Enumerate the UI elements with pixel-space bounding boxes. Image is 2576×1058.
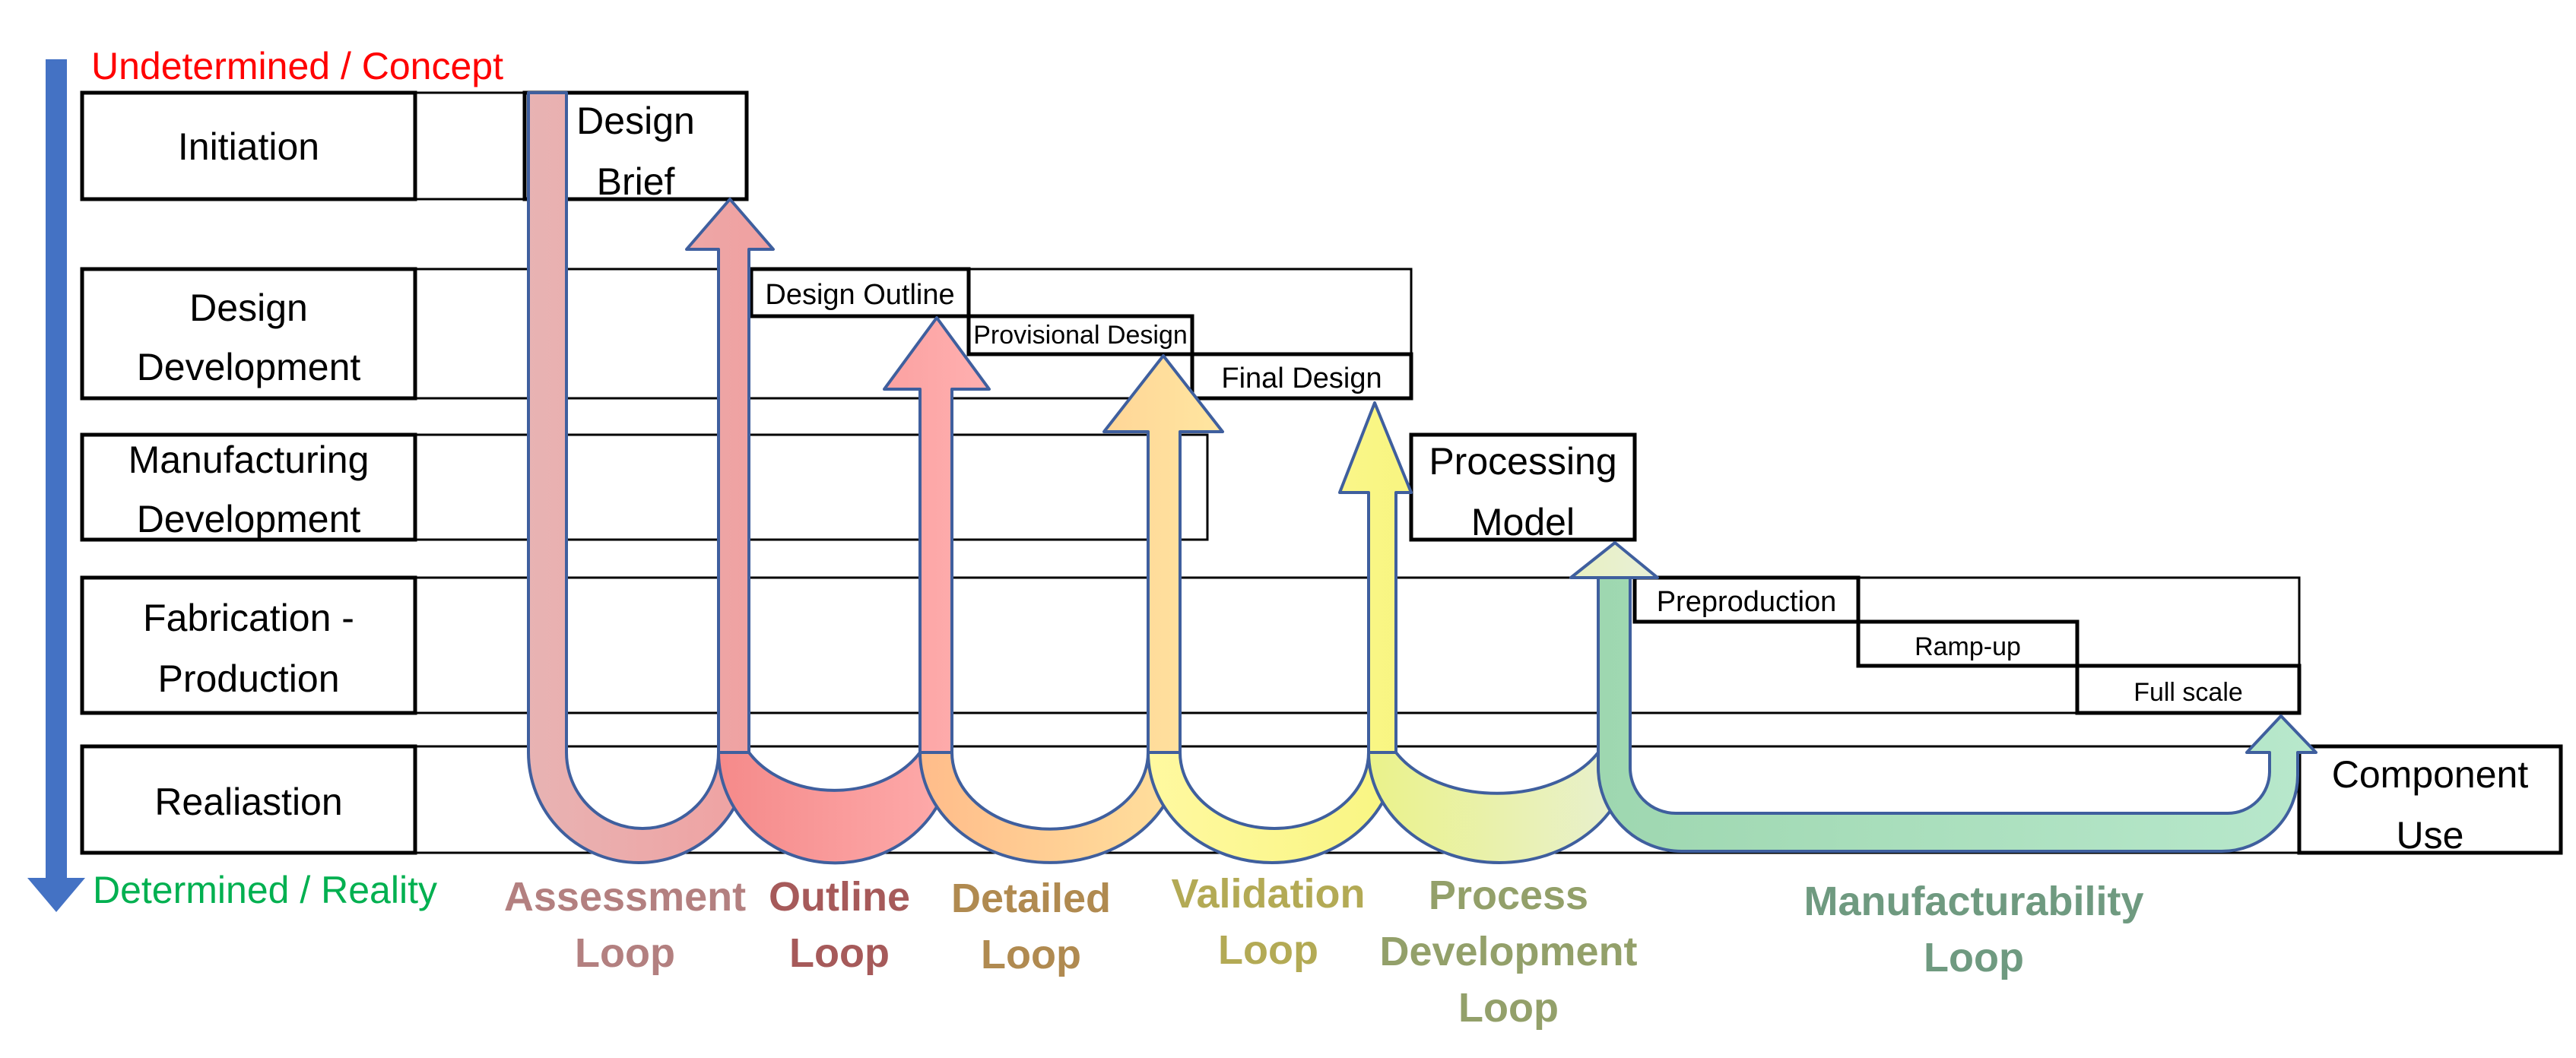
stage-fabrication-production-label-line1: Fabrication - xyxy=(143,597,354,639)
provisional-design-label: Provisional Design xyxy=(973,321,1188,350)
final-design-label: Final Design xyxy=(1221,363,1382,394)
stage-manufacturing-development-label-line2: Development xyxy=(137,498,361,540)
ramp-up-label: Ramp-up xyxy=(1915,632,2021,661)
detailed-loop-label-line1: Detailed xyxy=(951,876,1111,921)
reality-axis-arrow-icon xyxy=(27,59,85,912)
stage-initiation-label: Initiation xyxy=(178,125,319,168)
process-development-loop-label-line2: Development xyxy=(1379,929,1637,974)
stage-design-development-label-line1: Design xyxy=(189,287,308,329)
axis-bottom-label: Determined / Reality xyxy=(93,869,437,911)
provisional-design-box xyxy=(966,314,1194,356)
full-scale-label: Full scale xyxy=(2133,678,2243,707)
processing-model-label-line1: Processing xyxy=(1429,440,1616,483)
loop-labels: Assessment Loop Outline Loop Detailed Lo… xyxy=(504,871,2144,1031)
validation-loop-arrow-icon xyxy=(1147,401,1413,864)
outline-loop-label-line2: Loop xyxy=(789,930,890,976)
axis-top-label: Undetermined / Concept xyxy=(91,45,503,87)
stage-fabrication-production-label-line2: Production xyxy=(157,657,339,700)
process-development-loop-label-line1: Process xyxy=(1429,873,1588,918)
full-scale-box xyxy=(2075,664,2302,715)
detailed-loop-label-line2: Loop xyxy=(981,932,1081,977)
design-outline-label: Design Outline xyxy=(765,279,954,311)
component-use-label-line1: Component xyxy=(2332,753,2529,796)
final-design-box xyxy=(1190,352,1413,401)
validation-loop-label-line1: Validation xyxy=(1171,871,1365,917)
manufacturability-loop-arrow-icon xyxy=(1597,576,2317,853)
stage-realisation-label: Realiastion xyxy=(154,781,342,823)
preproduction-box xyxy=(1632,575,1861,624)
stage-label-boxes xyxy=(80,90,417,855)
assessment-loop-label-line2: Loop xyxy=(575,930,675,976)
component-use-box xyxy=(2297,744,2563,855)
processing-model-label-line2: Model xyxy=(1471,501,1575,543)
manufacturability-loop-label-line2: Loop xyxy=(1924,935,2024,980)
design-outline-box xyxy=(749,267,971,318)
outline-loop-label-line1: Outline xyxy=(769,874,910,920)
manufacturability-loop-label-line1: Manufacturability xyxy=(1804,879,2143,924)
stage-manufacturing-development-label-line1: Manufacturing xyxy=(128,439,370,481)
preproduction-label: Preproduction xyxy=(1657,586,1837,618)
design-brief-label-line2: Brief xyxy=(597,160,675,203)
design-brief-label-line1: Design xyxy=(576,100,695,142)
ramp-up-box xyxy=(1856,619,2080,668)
process-development-loop-label-line3: Loop xyxy=(1458,985,1559,1031)
processing-model-box xyxy=(1409,432,1637,542)
assessment-loop-label-line1: Assessment xyxy=(504,874,746,920)
validation-loop-label-line2: Loop xyxy=(1218,927,1318,973)
stage-design-development-label-line2: Development xyxy=(137,346,361,388)
component-use-label-line2: Use xyxy=(2397,814,2464,857)
